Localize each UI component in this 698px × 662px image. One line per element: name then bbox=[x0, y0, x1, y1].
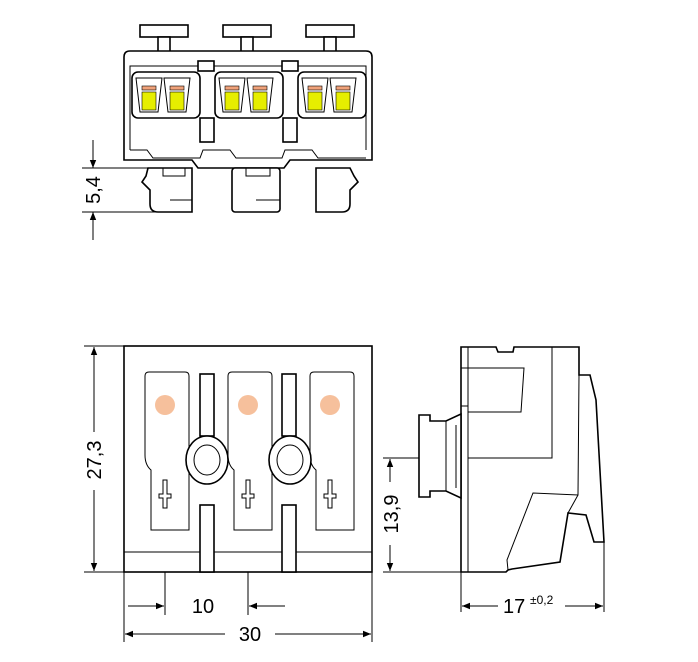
front-view: 27,3 10 30 bbox=[84, 345, 373, 646]
wire-opening bbox=[329, 77, 357, 113]
dim-label-pin-height: 13,9 bbox=[381, 495, 403, 534]
test-slot bbox=[241, 479, 255, 509]
side-body bbox=[460, 346, 605, 573]
dimension-pitch: 10 bbox=[128, 572, 285, 618]
wire-opening bbox=[301, 77, 329, 113]
wire-opening bbox=[218, 77, 246, 113]
marker-dot bbox=[320, 395, 340, 415]
marker-dot bbox=[238, 395, 258, 415]
dim-label-overall-width: 30 bbox=[239, 624, 261, 646]
dim-label-depth-tolerance: ±0,2 bbox=[530, 593, 554, 607]
dim-label-overall-height: 27,3 bbox=[84, 441, 106, 480]
front-body bbox=[123, 345, 373, 573]
contacts bbox=[144, 371, 355, 531]
dim-label-depth: 17 bbox=[503, 596, 525, 618]
test-slot bbox=[158, 479, 172, 509]
wire-opening bbox=[163, 77, 191, 113]
screw-holes bbox=[185, 373, 312, 573]
contact-slot bbox=[144, 371, 190, 531]
dim-label-clip-height: 5,4 bbox=[83, 176, 105, 204]
marker-dot bbox=[155, 395, 175, 415]
side-view: 13,9 17 ±0,2 bbox=[381, 346, 605, 618]
dimension-overall-width: 30 bbox=[123, 572, 373, 646]
mounting-clips bbox=[140, 167, 360, 213]
wire-opening bbox=[246, 77, 274, 113]
dimension-depth: 17 ±0,2 bbox=[460, 542, 605, 618]
dimension-pin-height: 13,9 bbox=[381, 457, 461, 573]
contact-slot bbox=[227, 371, 273, 531]
wire-opening bbox=[135, 77, 163, 113]
test-slot bbox=[323, 479, 337, 509]
dimension-clip-height: 5,4 bbox=[82, 140, 158, 240]
top-view: 5,4 bbox=[82, 24, 373, 240]
dimension-overall-height: 27,3 bbox=[84, 345, 124, 573]
wire-openings bbox=[135, 77, 357, 113]
dim-label-pitch: 10 bbox=[192, 596, 214, 618]
pin-connector bbox=[418, 412, 462, 500]
